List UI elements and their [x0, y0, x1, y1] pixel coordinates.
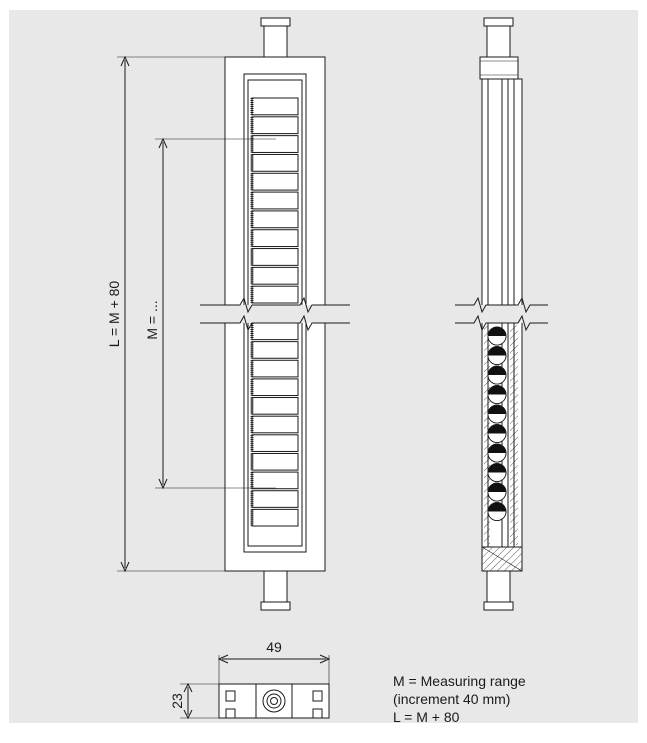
front-view: L = M + 80 M = ...	[106, 17, 350, 611]
magnet-ball-half	[487, 472, 507, 482]
magnet-ball-half	[487, 511, 507, 521]
legend-line-3: L = M + 80	[393, 709, 460, 725]
total-length-label: L = M + 80	[106, 281, 122, 348]
magnet-ball-half	[487, 394, 507, 404]
side-break-line-bottom	[455, 314, 548, 332]
magnet-ball-half	[487, 433, 507, 443]
magnet-ball-half	[487, 374, 507, 385]
magnet-balls	[487, 326, 507, 521]
legend-line-1: M = Measuring range	[393, 673, 526, 689]
measuring-length-label: M = ...	[144, 300, 160, 339]
lower-cells	[250, 322, 299, 527]
height-label: 23	[169, 693, 185, 709]
side-break-line-top	[455, 296, 548, 314]
magnet-ball-half	[487, 413, 507, 424]
width-label: 49	[266, 639, 282, 655]
magnet-ball-half	[487, 335, 507, 346]
upper-cells	[250, 97, 299, 304]
break-line-top	[200, 296, 350, 314]
magnet-ball-half	[487, 355, 507, 365]
magnet-ball-half	[487, 452, 507, 463]
cross-section-view: 49 23	[169, 639, 331, 720]
legend: M = Measuring range (increment 40 mm) L …	[393, 673, 526, 725]
side-view	[450, 17, 550, 611]
break-line-bottom	[200, 314, 350, 332]
magnet-ball-half	[487, 491, 507, 502]
legend-line-2: (increment 40 mm)	[393, 691, 510, 707]
fitting-outer-ring	[262, 689, 286, 713]
